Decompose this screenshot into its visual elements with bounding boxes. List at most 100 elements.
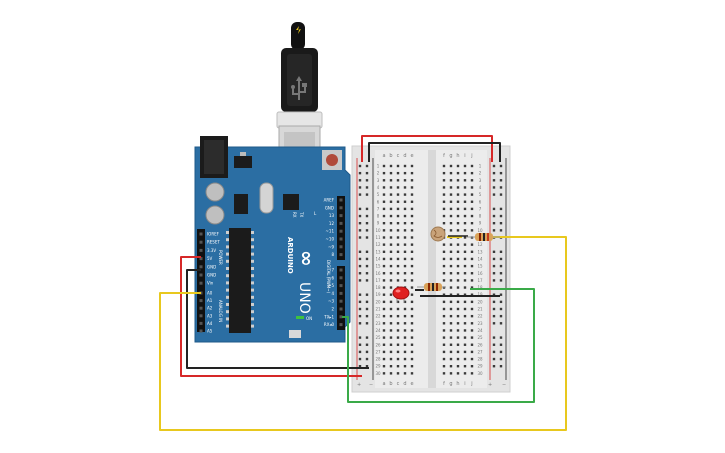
row-number: 19	[375, 292, 381, 297]
led-icon[interactable]	[392, 286, 410, 300]
row-number: 10	[375, 228, 381, 233]
analog-pin[interactable]	[199, 329, 203, 333]
photoresistor-icon[interactable]	[430, 226, 446, 242]
row-number: 12	[375, 242, 381, 247]
row-number: 22	[477, 314, 483, 319]
row-number: 22	[375, 314, 381, 319]
wire-black-gnd[interactable]	[186, 269, 369, 369]
resistor-led[interactable]	[417, 283, 446, 291]
column-letter: a	[382, 153, 385, 159]
breadboard-center-channel	[428, 150, 436, 388]
column-letter: a	[382, 381, 385, 387]
power-pin[interactable]	[199, 240, 203, 244]
on-label: ON	[306, 316, 312, 321]
column-letter: f	[443, 381, 445, 387]
arduino-infinity-logo: ∞	[295, 250, 319, 267]
left-plus-rail-label: +	[357, 382, 361, 388]
voltage-regulator	[234, 156, 252, 168]
power-pin[interactable]	[199, 232, 203, 236]
photoresistor[interactable]	[430, 226, 446, 242]
analog-pin[interactable]	[199, 306, 203, 310]
wire-red-top[interactable]	[361, 135, 493, 162]
digital-pin-label: ~9	[328, 244, 334, 249]
on-led	[296, 316, 304, 319]
wires[interactable]	[159, 135, 567, 431]
row-number: 16	[477, 271, 483, 276]
digital-pin[interactable]	[339, 284, 343, 288]
wire-red-5v[interactable]	[180, 256, 362, 377]
power-pin-label: 5V	[207, 256, 213, 261]
column-letter: j	[470, 153, 472, 159]
row-number: 9	[479, 221, 482, 226]
crystal-oscillator	[259, 182, 274, 214]
digital-pin-label: GND	[325, 205, 334, 210]
power-pin[interactable]	[199, 281, 203, 285]
power-pin[interactable]	[199, 273, 203, 277]
digital-pin[interactable]	[339, 315, 343, 319]
row-number: 26	[375, 342, 381, 347]
atmega-chip	[229, 228, 251, 333]
column-letter: b	[389, 153, 392, 159]
row-number: 7	[377, 206, 380, 211]
column-letter: e	[410, 381, 413, 387]
row-number: 14	[375, 256, 381, 261]
row-number: 8	[479, 214, 482, 219]
digital-pin[interactable]	[339, 206, 343, 210]
power-pin[interactable]	[199, 248, 203, 252]
column-letter: i	[464, 381, 465, 387]
power-pin-label: GND	[207, 264, 216, 269]
digital-pin[interactable]	[339, 221, 343, 225]
digital-pin[interactable]	[339, 323, 343, 327]
analog-pin[interactable]	[199, 299, 203, 303]
row-number: 20	[477, 299, 483, 304]
row-number: 19	[477, 292, 483, 297]
power-pin[interactable]	[199, 265, 203, 269]
rx-label: RX	[292, 212, 297, 218]
usb-cable[interactable]	[276, 22, 323, 169]
digital-pin[interactable]	[339, 268, 343, 272]
reset-button-cap[interactable]	[326, 154, 338, 166]
row-number: 5	[377, 192, 380, 197]
wire-green-d2[interactable]	[342, 288, 535, 403]
led-red[interactable]	[392, 286, 410, 303]
row-number: 4	[479, 185, 482, 190]
model-label: UNO	[296, 282, 312, 314]
analog-pin[interactable]	[199, 321, 203, 325]
digital-pin[interactable]	[339, 198, 343, 202]
digital-pin[interactable]	[339, 291, 343, 295]
digital-pin-label: ~5	[328, 283, 334, 288]
digital-pin[interactable]	[339, 245, 343, 249]
row-number: 27	[477, 349, 483, 354]
digital-pin[interactable]	[339, 237, 343, 241]
tx-label: TX	[299, 211, 304, 217]
analog-pin[interactable]	[199, 314, 203, 318]
digital-pin[interactable]	[339, 276, 343, 280]
digital-pin[interactable]	[339, 253, 343, 257]
row-number: 8	[377, 214, 380, 219]
power-pin[interactable]	[199, 257, 203, 261]
wire-black-top[interactable]	[368, 142, 501, 162]
resistor-ldr[interactable]	[466, 233, 500, 241]
row-number: 14	[477, 256, 483, 261]
wire-yellow-a0[interactable]	[159, 236, 567, 431]
row-number: 2	[479, 171, 482, 176]
row-number: 7	[479, 206, 482, 211]
row-number: 18	[477, 285, 483, 290]
row-number: 10	[477, 228, 483, 233]
row-number: 12	[477, 242, 483, 247]
row-number: 17	[375, 278, 381, 283]
digital-pin[interactable]	[339, 299, 343, 303]
row-number: 9	[377, 221, 380, 226]
digital-pin-label: ~3	[328, 299, 334, 304]
digital-pin[interactable]	[339, 307, 343, 311]
row-number: 13	[375, 249, 381, 254]
column-letter: c	[397, 381, 400, 387]
digital-pin-label: 7	[331, 268, 334, 273]
digital-pin[interactable]	[339, 214, 343, 218]
digital-pin[interactable]	[339, 229, 343, 233]
power-pin-label: 3.3V	[207, 248, 216, 253]
capacitor-1	[205, 182, 225, 202]
